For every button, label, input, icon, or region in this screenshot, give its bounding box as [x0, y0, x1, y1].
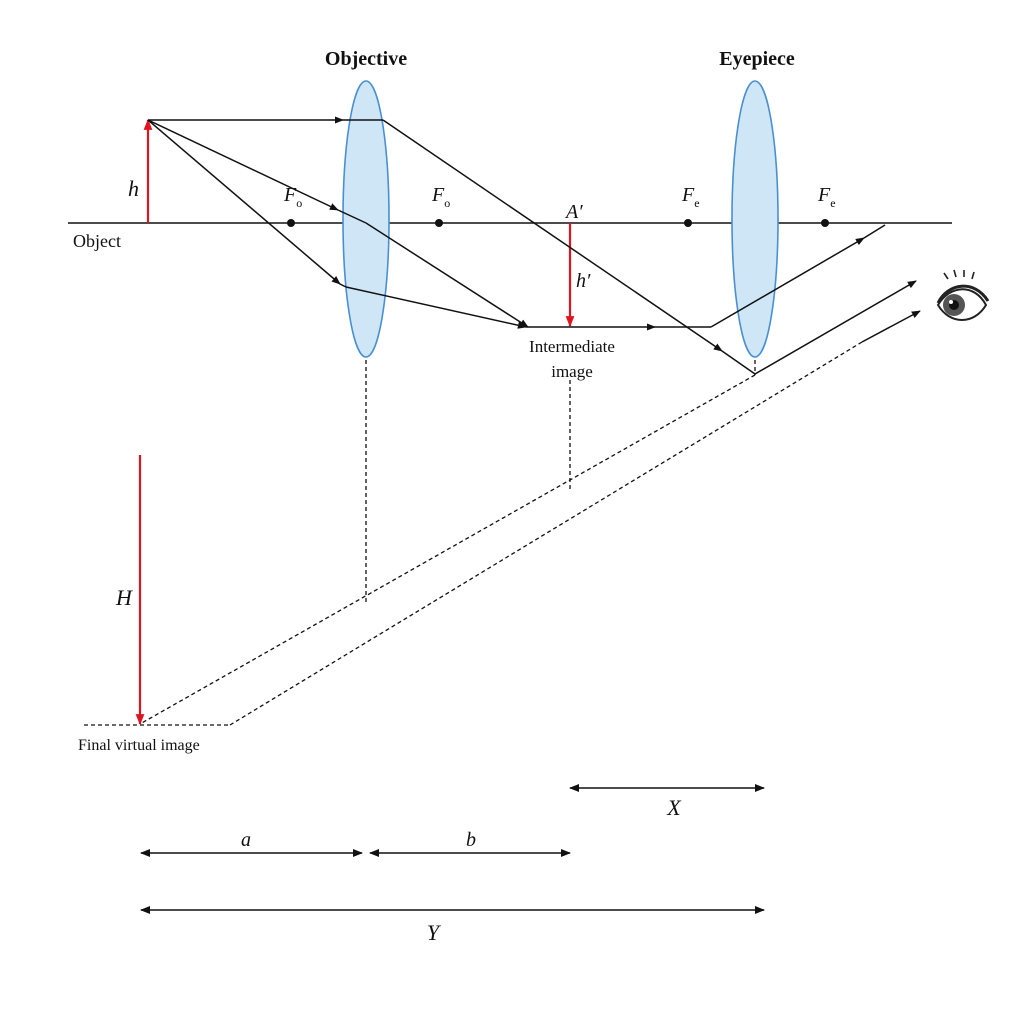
- focal-point-eyepiece-left: [684, 219, 692, 227]
- ray-focal: [147, 119, 529, 328]
- ray-parallel: [148, 116, 756, 375]
- objective-lens: [342, 80, 390, 358]
- final-virtual-image-label: Final virtual image: [78, 737, 200, 754]
- dim-b-label: b: [466, 829, 476, 851]
- focal-label-objective-right: Fo: [431, 184, 450, 210]
- a-prime-label: A′: [564, 201, 583, 223]
- dashed-construction: [84, 341, 863, 726]
- focal-point-objective-right: [435, 219, 443, 227]
- eyepiece-label: Eyepiece: [719, 48, 795, 70]
- big-h-label: H: [115, 585, 133, 610]
- rays-to-eye: [754, 280, 921, 375]
- intermediate-image-label-line1: Intermediate: [529, 337, 615, 356]
- h-prime-label: h′: [576, 270, 591, 292]
- object-label: Object: [73, 231, 121, 251]
- intermediate-image-label-line2: image: [551, 362, 593, 381]
- eyepiece-lens: [731, 80, 779, 358]
- dimension-lines: [140, 784, 765, 914]
- ray-lower: [147, 119, 886, 331]
- dim-a-label: a: [241, 829, 251, 851]
- focal-label-objective-left: Fo: [283, 184, 302, 210]
- focal-point-eyepiece-right: [821, 219, 829, 227]
- objective-label: Objective: [325, 48, 407, 70]
- dim-y-label: Y: [427, 920, 442, 945]
- focal-label-eyepiece-right: Fe: [817, 184, 836, 210]
- focal-label-eyepiece-left: Fe: [681, 184, 700, 210]
- focal-point-objective-left: [287, 219, 295, 227]
- dim-x-label: X: [666, 795, 682, 820]
- h-label: h: [128, 176, 139, 201]
- eye-icon: [936, 269, 990, 321]
